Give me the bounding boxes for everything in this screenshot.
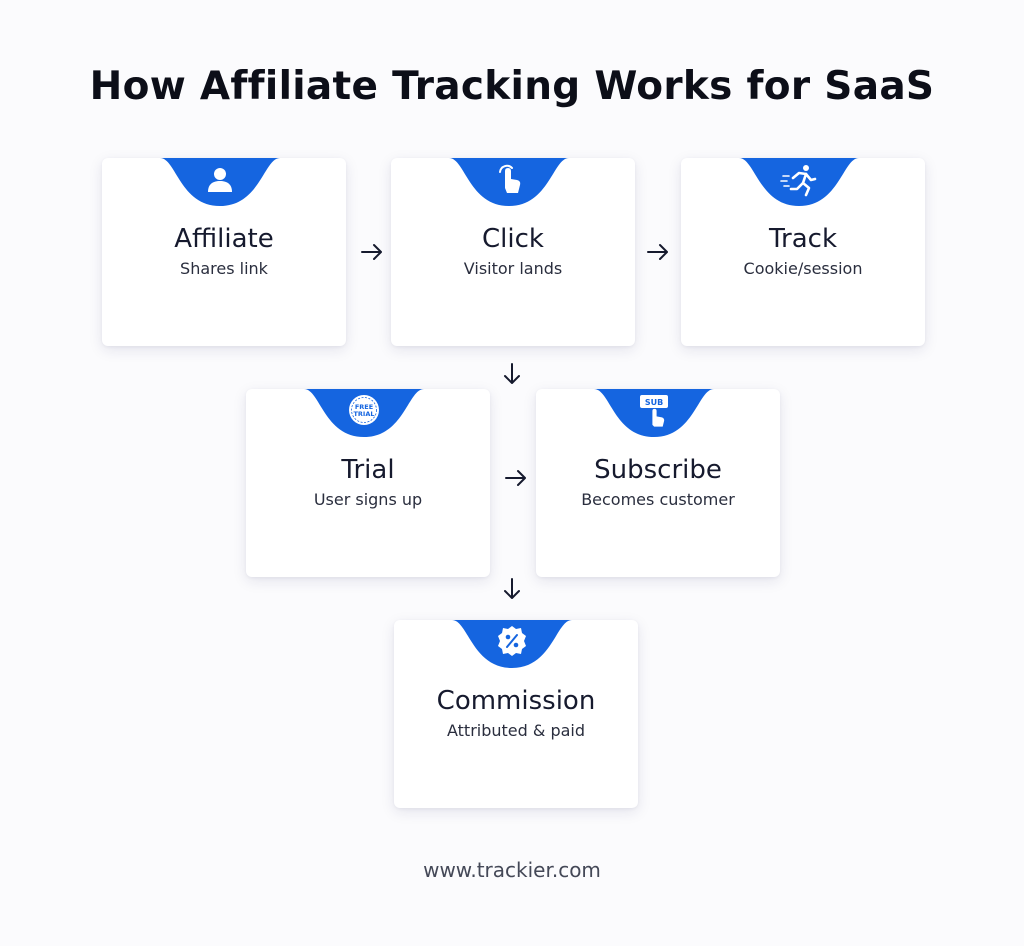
arrow-down-icon — [504, 363, 520, 384]
footer-url: www.trackier.com — [423, 858, 601, 882]
arrow-right-icon — [647, 244, 668, 260]
step-subtitle: Cookie/session — [743, 259, 863, 278]
step-badge: SUB — [594, 389, 714, 437]
step-subtitle: Visitor lands — [463, 259, 563, 278]
trial-label: TRIAL — [353, 410, 374, 418]
step-title: Subscribe — [594, 455, 722, 485]
step-subtitle: User signs up — [313, 490, 423, 509]
tap-hand-icon — [499, 164, 521, 193]
running-person-icon — [780, 165, 817, 197]
page-title: How Affiliate Tracking Works for SaaS — [89, 64, 935, 109]
step-badge — [739, 158, 859, 206]
step-card-subscribe: SUB Subscribe Becomes customer — [536, 389, 780, 577]
sub-label: SUB — [645, 398, 663, 407]
step-badge: FREE TRIAL — [304, 389, 424, 437]
step-subtitle: Shares link — [180, 259, 268, 278]
step-card-trial: FREE TRIAL Trial User signs up — [246, 389, 490, 577]
arrow-down-icon — [504, 578, 520, 599]
step-title: Trial — [341, 455, 395, 485]
step-badge — [449, 158, 569, 206]
free-trial-badge-icon: FREE TRIAL — [349, 395, 379, 425]
step-title: Commission — [436, 686, 596, 716]
step-title: Track — [768, 224, 838, 254]
free-label: FREE — [355, 403, 373, 411]
step-title: Affiliate — [174, 224, 274, 254]
step-card-affiliate: Affiliate Shares link — [102, 158, 346, 346]
arrow-right-icon — [505, 470, 526, 486]
step-card-track: Track Cookie/session — [681, 158, 925, 346]
step-badge — [452, 620, 572, 668]
step-card-click: Click Visitor lands — [391, 158, 635, 346]
step-badge — [160, 158, 280, 206]
step-title: Click — [482, 224, 544, 254]
step-subtitle: Attributed & paid — [446, 721, 585, 740]
subscribe-button-icon: SUB — [640, 395, 668, 428]
step-subtitle: Becomes customer — [581, 490, 735, 509]
user-icon — [208, 168, 232, 192]
percent-badge-icon — [498, 626, 526, 656]
arrow-right-icon — [361, 244, 382, 260]
step-card-commission: Commission Attributed & paid — [394, 620, 638, 808]
